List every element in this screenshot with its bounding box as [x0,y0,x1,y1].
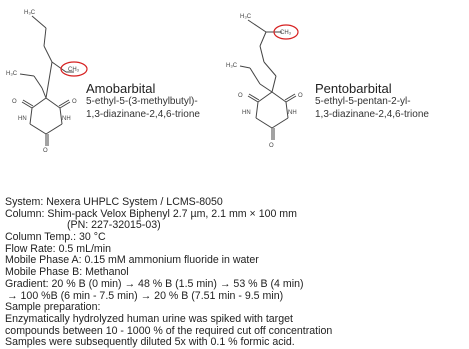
atom-label: O [298,93,303,99]
atom-label: O [269,143,274,149]
atom-label: O [72,99,77,105]
amobarbital-structure: H₃C H₃C CH₃ O O HN NH O [0,2,120,154]
condition-gradient-cont: → 100 %B (6 min - 7.5 min) → 20 % B (7.5… [7,289,284,302]
condition-sample-prep-line: compounds between 10 - 1000 % of the req… [5,324,333,337]
atom-label: H₃C [6,71,18,77]
condition-column-temp: Column Temp.: 30 °C [5,231,106,244]
compound-name: Amobarbital [86,81,156,96]
analytical-conditions: System: Nexera UHPLC System / LCMS-8050 … [5,196,469,349]
condition-flow-rate: Flow Rate: 0.5 mL/min [5,242,111,255]
amobarbital-structure-drawing: H₃C H₃C CH₃ O O HN NH O [6,10,88,154]
compound-iupac-line: 1,3-diazinane-2,4,6-trione [86,109,200,120]
condition-gradient: Gradient: 20 % B (0 min) → 48 % B (1.5 m… [5,277,304,290]
atom-label: CH₃ [68,67,80,73]
atom-label: HN [242,110,251,116]
atom-label: O [238,93,243,99]
condition-column-pn: (PN: 227-32015-03) [67,219,161,232]
atom-label: O [43,148,48,152]
condition-sample-prep-line: Enzymatically hydrolyzed human urine was… [5,312,293,325]
atom-label: H₃C [226,63,238,69]
atom-label: O [12,99,17,105]
atom-label: NH [288,110,297,116]
compound-iupac-line: 5-ethyl-5-(3-methylbutyl)- [86,96,198,107]
atom-label: NH [62,116,71,122]
condition-mobile-phase-a: Mobile Phase A: 0.15 mM ammonium fluorid… [5,254,259,267]
compound-name: Pentobarbital [315,81,392,96]
condition-sample-prep-heading: Sample preparation: [5,301,101,314]
condition-column: Column: Shim-pack Velox Biphenyl 2.7 µm,… [5,207,297,220]
atom-label: H₃C [240,14,252,20]
condition-sample-prep-line: Samples were subsequently diluted 5x wit… [5,336,295,349]
compound-iupac-line: 1,3-diazinane-2,4,6-trione [315,109,429,120]
atom-label: HN [18,116,27,122]
condition-mobile-phase-b: Mobile Phase B: Methanol [5,266,129,279]
pentobarbital-structure: H₃C H₃C CH₃ O O HN NH O [220,2,330,152]
pentobarbital-structure-drawing: H₃C H₃C CH₃ O O HN NH O [226,14,303,149]
highlight-circle [60,61,88,77]
compound-iupac-line: 5-ethyl-5-pentan-2-yl- [315,96,411,107]
atom-label: H₃C [24,10,36,16]
atom-label: CH₃ [280,30,292,36]
highlight-circle [273,24,299,40]
condition-system: System: Nexera UHPLC System / LCMS-8050 [5,196,223,208]
